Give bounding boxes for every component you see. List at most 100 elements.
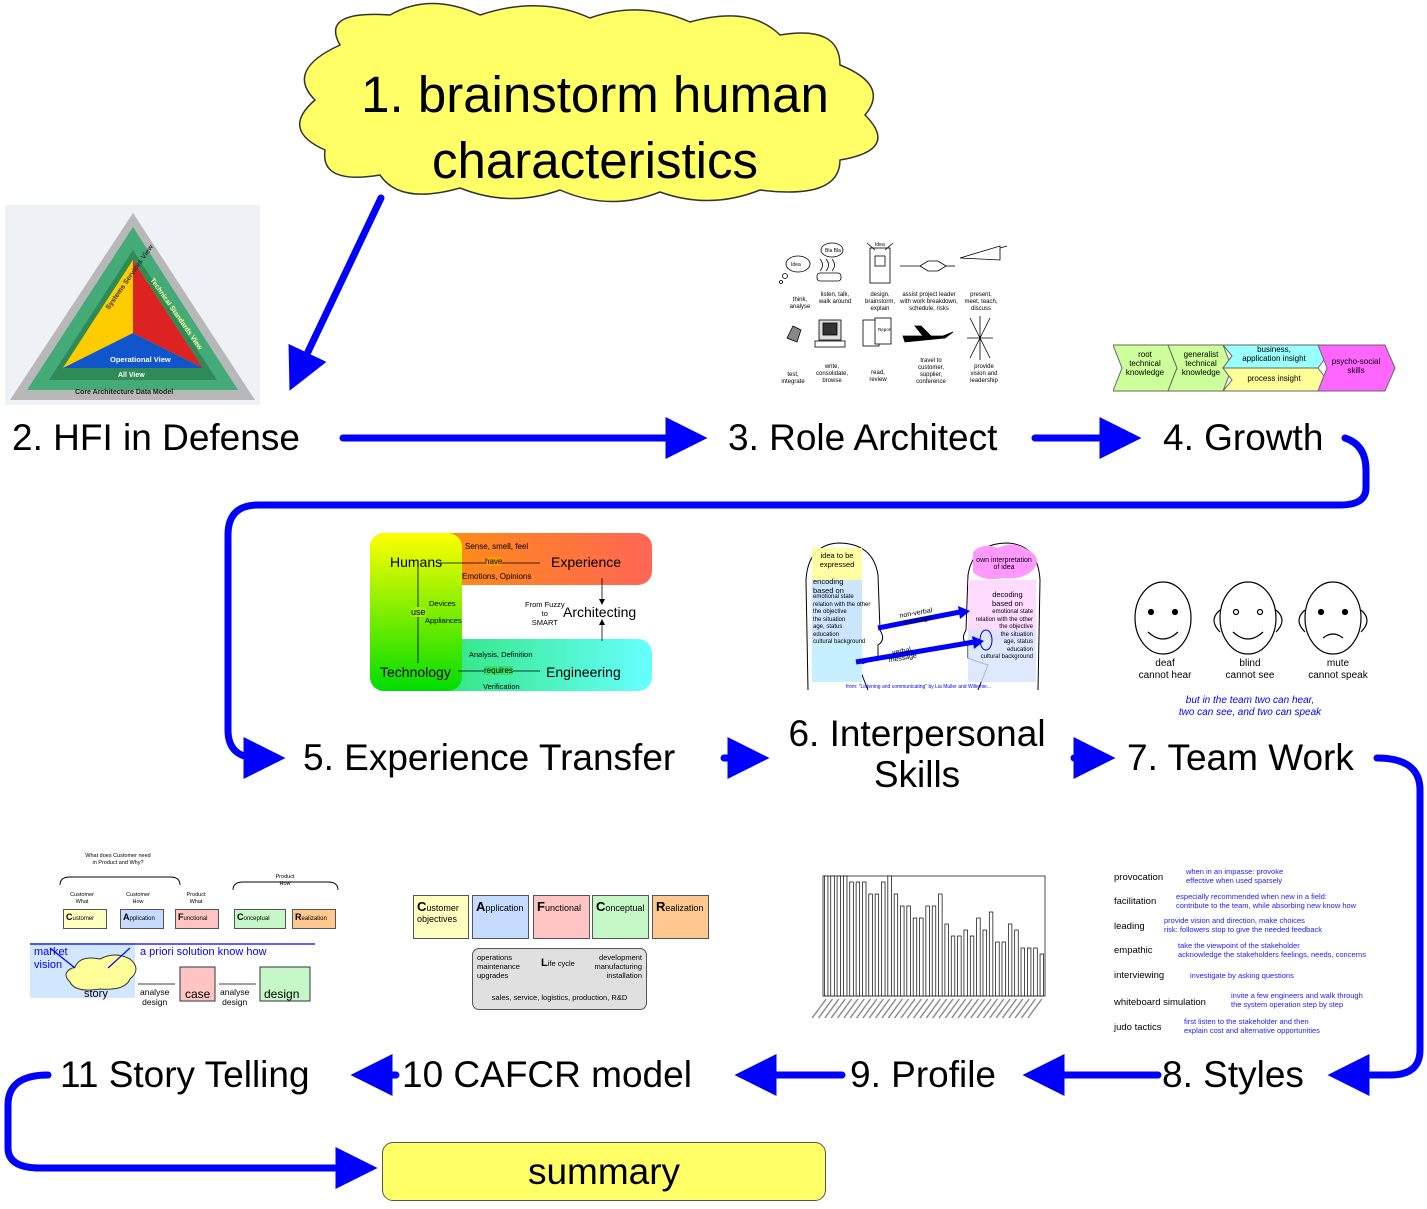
style-desc: when in an impasse: provoke effective wh…: [1186, 867, 1284, 885]
cafcr-box-1: Application: [472, 895, 529, 939]
profile-chart: [811, 875, 1046, 1019]
ip-idea: idea to be expressed: [819, 551, 855, 569]
profile-tick-label: [1020, 998, 1037, 1019]
summary-box[interactable]: summary: [382, 1142, 826, 1201]
exp-emotions: Emotions, Opinions: [462, 572, 532, 581]
ip-source: from: "Listening and communicating" by L…: [846, 684, 991, 690]
style-facilitation: facilitation especially recommended when…: [1114, 892, 1356, 910]
profile-bar: [988, 911, 994, 997]
style-name: provocation: [1114, 872, 1164, 883]
story-what-does: What does Customer need in Product and W…: [85, 853, 151, 866]
cafcr-rest: onceptual: [605, 903, 645, 913]
story-box-4: Realization: [292, 909, 336, 929]
role-label-listen: listen, talk, walk around: [818, 292, 852, 305]
story-customer-how: Customer How: [126, 892, 150, 905]
role-label-test: test, integrate: [781, 372, 805, 385]
cafcr-initial: C: [417, 899, 427, 914]
profile-bar: [1027, 947, 1032, 997]
profile-bar: [868, 893, 873, 997]
style-desc: invite a few engineers and walk through …: [1231, 991, 1363, 1009]
lifecycle-left: operations maintenance upgrades: [477, 953, 520, 980]
story-box-initial: A: [123, 912, 130, 922]
growth-business: business, application insight: [1242, 345, 1306, 364]
step-8-styles: 8. Styles: [1162, 1054, 1304, 1095]
style-interviewing: interviewing investigate by asking quest…: [1114, 970, 1294, 981]
ip-encoding-list: emotional state relation with the other …: [813, 594, 871, 645]
brainstorm-line-1: 1. brainstorm human: [361, 66, 829, 123]
profile-bar: [1020, 947, 1025, 997]
exp-requires: requires: [484, 666, 513, 675]
story-analyse-1: analyse design: [140, 987, 170, 1008]
profile-bar: [963, 929, 968, 997]
profile-bar: [976, 917, 981, 997]
profile-tick-label: [856, 998, 872, 1019]
profile-tick-label: [849, 998, 865, 1019]
lifecycle-rest: ife cycle: [547, 959, 575, 968]
cafcr-rest: ustomer objectives: [417, 903, 459, 924]
profile-tick-label: [830, 998, 846, 1019]
exp-humans: Humans: [390, 554, 443, 570]
role-label-present: present, meet, teach, discuss: [964, 292, 998, 312]
role-icons: Idea Bla Bla Idea Report: [779, 242, 1008, 360]
profile-bar: [931, 905, 937, 997]
cafcr-initial: R: [656, 899, 666, 914]
profile-tick-label: [932, 998, 948, 1019]
step-6-line-2: Skills: [873, 753, 961, 795]
profile-bar: [849, 881, 854, 997]
profile-tick-label: [887, 998, 903, 1019]
profile-tick-label: [1014, 998, 1030, 1019]
profile-tick-label: [906, 998, 922, 1019]
step-6-line-1: 6. Interpersonal: [788, 713, 1046, 754]
profile-bar: [906, 905, 911, 997]
profile-bar: [900, 905, 905, 997]
team-face-deaf: deaf cannot hear: [1125, 658, 1205, 682]
profile-bar: [862, 881, 867, 997]
team-deaf-sub: cannot hear: [1138, 670, 1192, 681]
profile-bar: [969, 935, 975, 997]
team-blind-sub: cannot see: [1225, 670, 1275, 681]
pyramid-core-model: Core Architecture Data Model: [75, 389, 173, 396]
exp-technology: Technology: [380, 664, 451, 680]
cafcr-lifecycle: operations maintenance upgrades Life cyc…: [472, 948, 647, 1010]
style-whiteboard: whiteboard simulation invite a few engin…: [1114, 991, 1363, 1009]
story-box-initial: F: [178, 912, 184, 922]
profile-tick-label: [824, 998, 840, 1019]
lifecycle-initial: L: [541, 957, 548, 969]
profile-bar: [887, 875, 892, 997]
hfi-pyramid: Systems Services View Technical Standard…: [5, 205, 260, 405]
exp-fuzzy: From Fuzzy to SMART: [525, 600, 565, 627]
step-10-cafcr: 10 CAFCR model: [402, 1054, 692, 1095]
style-name: interviewing: [1114, 970, 1165, 981]
profile-tick-label: [970, 998, 986, 1019]
lifecycle-bottom: sales, service, logistics, production, R…: [491, 993, 628, 1002]
story-case: case: [185, 987, 211, 1001]
profile-bar: [925, 905, 930, 997]
brainstorm-line-2: characteristics: [432, 132, 758, 189]
arrow-4-to-5: [224, 434, 1370, 779]
story-diagram: [30, 876, 339, 1002]
role-label-design: design, brainstorm, explain: [864, 292, 895, 312]
profile-tick-label: [944, 998, 960, 1019]
cafcr-initial: C: [596, 899, 606, 914]
style-empathic: empathic take the viewpoint of the stake…: [1114, 941, 1366, 959]
step-9-profile: 9. Profile: [850, 1054, 997, 1095]
profile-tick-label: [875, 998, 891, 1019]
cafcr-box-0: Customer objectives: [413, 895, 469, 939]
story-product-what: Product What: [186, 892, 206, 905]
profile-bar: [995, 941, 1000, 997]
profile-bar: [824, 875, 829, 997]
profile-tick-label: [811, 998, 827, 1019]
profile-bar: [893, 893, 899, 997]
story-box-rest: onceptual: [243, 916, 270, 922]
profile-bar: [919, 917, 924, 997]
role-bubble-read: Report: [878, 327, 892, 332]
profile-bar: [912, 917, 918, 997]
role-label-assist: assist project leader with work breakdow…: [900, 292, 958, 312]
style-desc: take the viewpoint of the stakeholder ac…: [1178, 941, 1367, 959]
ip-decoding-list: emotional state relation with the other …: [975, 609, 1033, 660]
role-label-read: read, review: [869, 370, 887, 383]
arrow-1-to-2: [288, 194, 385, 391]
profile-tick-label: [925, 998, 941, 1019]
style-provocation: provocation when in an impasse: provoke …: [1114, 867, 1283, 885]
